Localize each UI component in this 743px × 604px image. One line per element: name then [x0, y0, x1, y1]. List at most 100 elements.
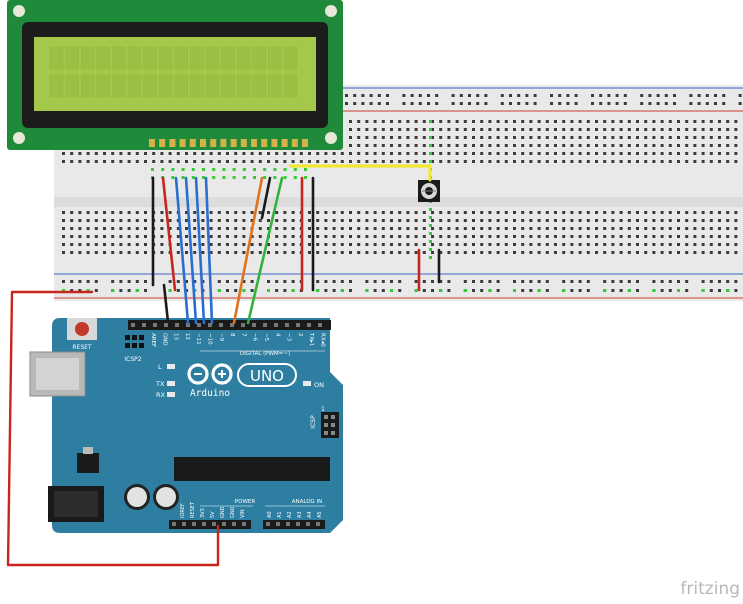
- terminal-hole: [86, 219, 90, 222]
- power-pin-socket: [182, 522, 186, 526]
- terminal-hole: [283, 243, 287, 246]
- terminal-hole: [496, 235, 500, 238]
- terminal-hole: [439, 136, 443, 139]
- rail-hole: [386, 102, 389, 105]
- terminal-hole: [365, 152, 369, 155]
- terminal-hole: [431, 251, 434, 254]
- breadboard-center-channel: [54, 197, 743, 207]
- terminal-hole: [480, 152, 484, 155]
- icsp-pin1: 1: [321, 406, 325, 413]
- connected-rail-hole: [726, 289, 730, 292]
- terminal-hole: [537, 219, 541, 222]
- terminal-hole: [135, 219, 139, 222]
- terminal-hole: [627, 152, 631, 155]
- terminal-hole: [545, 211, 549, 214]
- analog-pin-label: A3: [297, 511, 303, 518]
- terminal-hole: [258, 219, 262, 222]
- terminal-hole: [668, 251, 672, 254]
- terminal-hole: [414, 211, 418, 214]
- rail-hole: [349, 289, 352, 292]
- terminal-hole: [472, 227, 475, 230]
- terminal-hole: [709, 120, 713, 123]
- terminal-hole: [242, 152, 246, 155]
- terminal-hole: [726, 219, 730, 222]
- terminal-hole: [267, 251, 270, 254]
- terminal-hole: [414, 227, 418, 230]
- terminal-hole: [611, 219, 615, 222]
- terminal-hole: [349, 160, 352, 163]
- terminal-hole: [455, 243, 459, 246]
- terminal-hole: [644, 136, 648, 139]
- terminal-hole: [644, 211, 648, 214]
- rail-hole: [439, 280, 443, 283]
- terminal-hole: [545, 251, 549, 254]
- rail-hole: [226, 280, 229, 283]
- analog-pin-label: A1: [277, 511, 283, 518]
- terminal-hole: [398, 219, 402, 222]
- terminal-hole: [217, 219, 221, 222]
- terminal-hole: [644, 243, 648, 246]
- terminal-hole: [267, 160, 270, 163]
- terminal-hole: [652, 144, 656, 147]
- terminal-hole: [119, 211, 123, 214]
- terminal-hole: [422, 251, 426, 254]
- terminal-hole: [242, 227, 246, 230]
- terminal-hole: [562, 152, 566, 155]
- led-on: [303, 381, 311, 386]
- terminal-hole: [685, 211, 689, 214]
- terminal-hole: [701, 251, 705, 254]
- terminal-hole: [144, 152, 147, 155]
- terminal-hole: [619, 120, 623, 123]
- icsp-header-body: [321, 412, 339, 438]
- terminal-hole: [726, 136, 730, 139]
- terminal-hole: [529, 160, 533, 163]
- terminal-hole: [406, 120, 410, 123]
- terminal-hole: [283, 160, 287, 163]
- connected-hole: [161, 168, 165, 171]
- digital-pin-socket: [197, 323, 201, 327]
- terminal-hole: [135, 235, 139, 238]
- terminal-hole: [545, 243, 549, 246]
- terminal-hole: [381, 160, 385, 163]
- terminal-hole: [570, 144, 574, 147]
- led-rx: [167, 392, 175, 397]
- terminal-hole: [111, 152, 115, 155]
- icsp-header: [321, 412, 339, 438]
- terminal-hole: [283, 227, 287, 230]
- terminal-hole: [185, 211, 188, 214]
- terminal-hole: [726, 227, 730, 230]
- rail-hole: [427, 94, 430, 97]
- terminal-hole: [545, 144, 549, 147]
- terminal-hole: [324, 160, 328, 163]
- terminal-hole: [619, 227, 623, 230]
- terminal-hole: [603, 211, 607, 214]
- terminal-hole: [586, 251, 590, 254]
- rail-hole: [324, 289, 328, 292]
- terminal-hole: [521, 219, 525, 222]
- terminal-hole: [660, 235, 664, 238]
- terminal-hole: [685, 243, 689, 246]
- connected-hole: [212, 176, 216, 179]
- terminal-hole: [373, 211, 377, 214]
- power-header: [169, 520, 251, 529]
- terminal-hole: [422, 128, 426, 131]
- terminal-hole: [226, 211, 229, 214]
- rail-hole: [668, 289, 672, 292]
- connected-hole: [232, 168, 236, 171]
- terminal-hole: [644, 160, 648, 163]
- lcd-pin: [220, 139, 227, 147]
- rail-hole: [496, 289, 500, 292]
- rail-hole: [435, 94, 439, 97]
- rail-hole: [476, 102, 480, 105]
- connected-hole: [202, 176, 205, 179]
- arduino-logo: UNO Arduino: [187, 363, 297, 399]
- connected-rail-hole: [340, 289, 344, 292]
- terminal-hole: [627, 144, 631, 147]
- lcd-char-cell: [127, 74, 142, 98]
- terminal-hole: [406, 160, 410, 163]
- terminal-hole: [455, 219, 459, 222]
- terminal-hole: [685, 136, 689, 139]
- terminal-hole: [496, 120, 500, 123]
- analog-header: [263, 520, 325, 529]
- terminal-hole: [365, 144, 369, 147]
